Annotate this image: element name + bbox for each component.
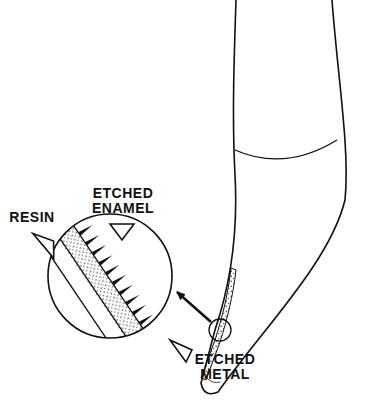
metal-label: ETCHED METAL: [192, 352, 258, 382]
magnified-circle: [48, 214, 172, 338]
tooth-outline: [201, 0, 346, 394]
metal-pointer: [170, 340, 192, 362]
etch-spike: [125, 293, 141, 305]
etch-spike: [65, 204, 81, 216]
etch-spike: [118, 283, 134, 295]
etch-spike: [139, 313, 155, 325]
magnify-arrow: [177, 292, 211, 322]
resin-label: RESIN: [2, 210, 62, 225]
etch-spike: [92, 243, 108, 255]
enamel-pointer: [110, 224, 134, 240]
enamel-label: ETCHED ENAMEL: [84, 186, 162, 216]
etch-spike: [132, 303, 148, 315]
etch-spike: [152, 333, 168, 345]
etch-spike: [112, 273, 128, 285]
resin-pointer: [27, 234, 59, 259]
etch-spike: [85, 233, 101, 245]
detail-circle: [209, 319, 231, 341]
etch-spike: [98, 253, 114, 265]
etch-spike: [78, 223, 94, 235]
gum-line: [235, 140, 337, 159]
etch-spike: [105, 263, 121, 275]
